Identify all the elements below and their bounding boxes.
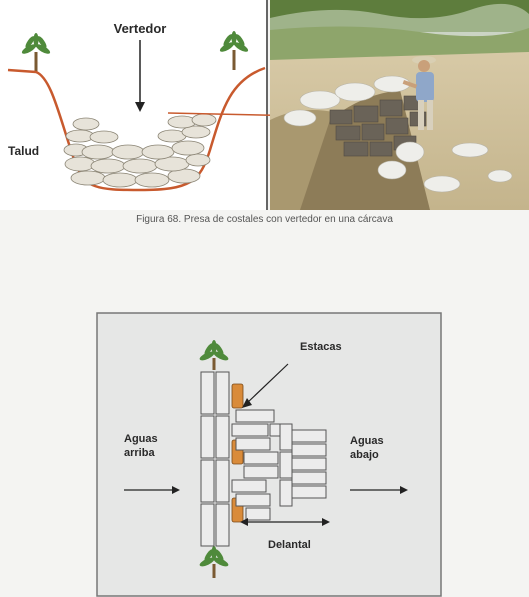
downstream-label: Aguas (350, 435, 384, 447)
upstream-label: Aguas (124, 433, 158, 445)
apron-label: Delantal (268, 539, 311, 551)
figure-caption: Figura 68. Presa de costales con vertedo… (0, 214, 529, 225)
top-figure: Vertedor Talud (0, 0, 529, 210)
bottom-figure: Estacas Aguas arriba Aguas abajo Delanta… (96, 312, 442, 597)
stakes-label: Estacas (300, 341, 342, 353)
downstream-label-line2: abajo (350, 449, 379, 461)
slope-label: Talud (8, 144, 39, 158)
upstream-label-line2: arriba (124, 447, 155, 459)
weir-label: Vertedor (114, 21, 167, 36)
field-photo (270, 0, 529, 210)
